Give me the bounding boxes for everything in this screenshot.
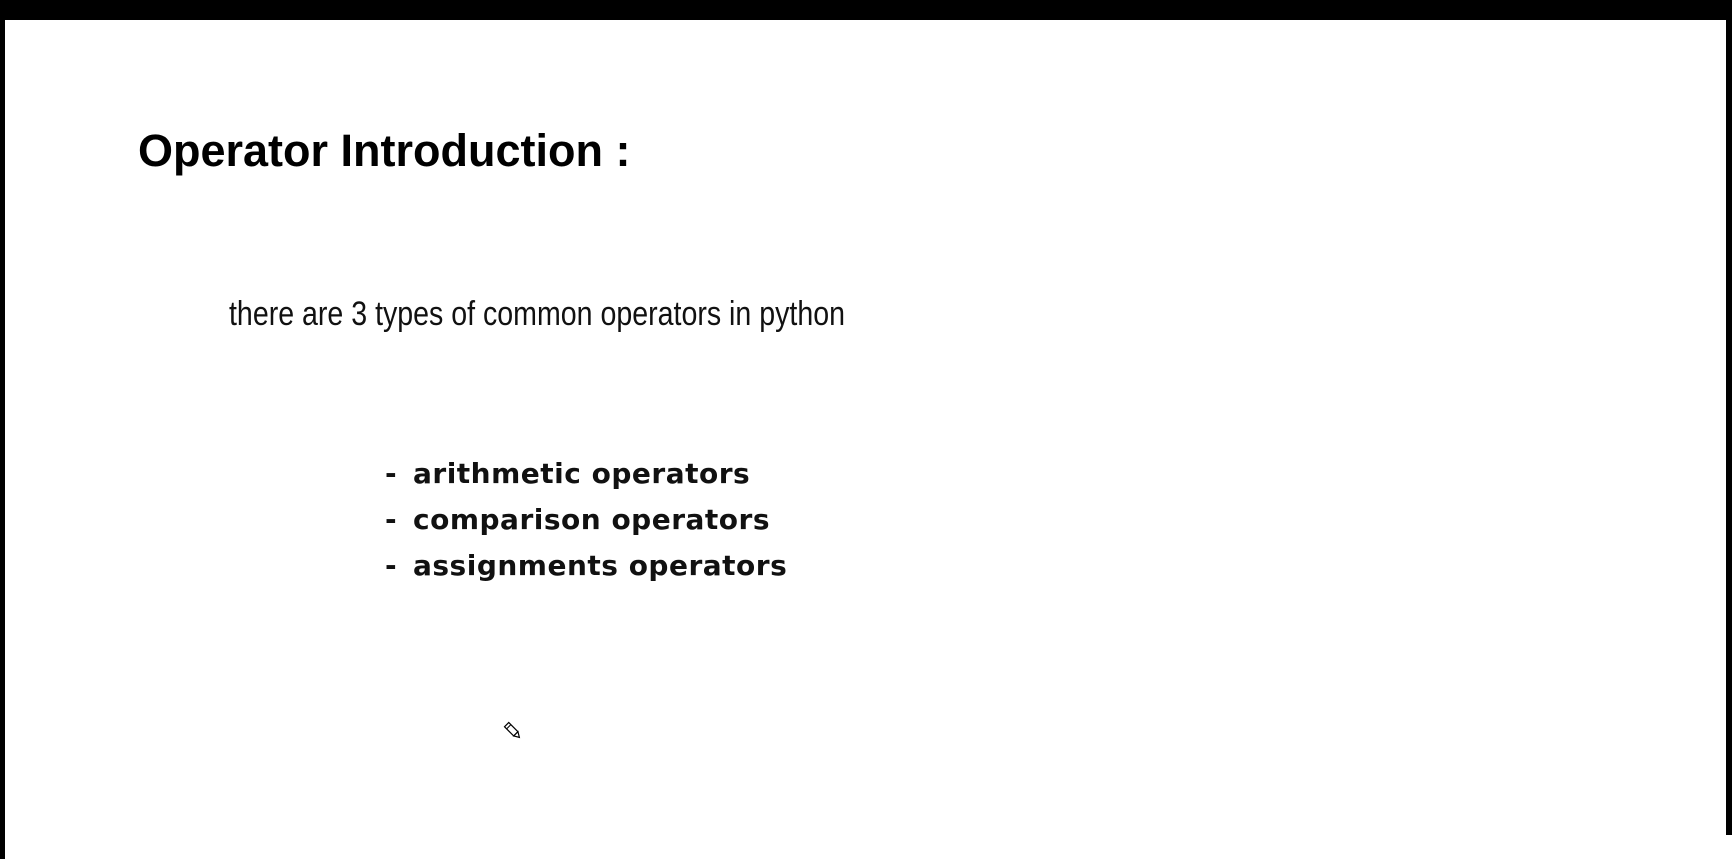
list-item-label: assignments operators	[413, 549, 788, 582]
intro-text: there are 3 types of common operators in…	[229, 295, 845, 333]
slide-title: Operator Introduction :	[138, 125, 631, 176]
slide-right-border	[1726, 20, 1732, 835]
slide-canvas: Operator Introduction : there are 3 type…	[5, 20, 1732, 859]
list-item: -comparison operators	[385, 497, 787, 543]
operator-list: -arithmetic operators -comparison operat…	[385, 451, 787, 589]
pencil-icon	[503, 721, 521, 739]
list-dash: -	[385, 549, 398, 582]
list-item-label: arithmetic operators	[413, 457, 751, 490]
list-item: -arithmetic operators	[385, 451, 787, 497]
list-item: -assignments operators	[385, 543, 787, 589]
list-dash: -	[385, 457, 398, 490]
list-dash: -	[385, 503, 398, 536]
list-item-label: comparison operators	[413, 503, 771, 536]
